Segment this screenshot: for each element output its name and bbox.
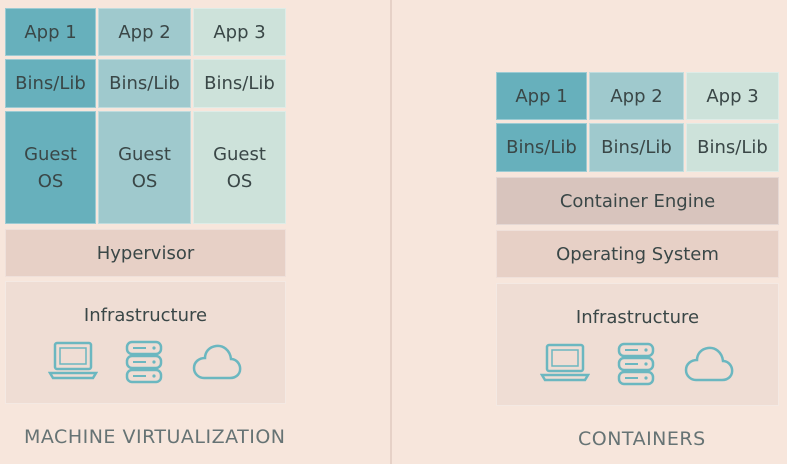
- vm-infrastructure-label: Infrastructure: [83, 305, 208, 326]
- vm-app-1: App 1: [5, 8, 96, 56]
- vm-bins-lib-3: Bins/Lib: [193, 59, 286, 108]
- server-icon: [124, 340, 164, 392]
- section-divider: [390, 0, 392, 464]
- machine-virtualization-title: MACHINE VIRTUALIZATION: [24, 426, 286, 448]
- vm-infrastructure-layer: Infrastructure: [5, 281, 286, 404]
- container-app-1: App 1: [496, 72, 587, 120]
- container-app-3: App 3: [686, 72, 779, 120]
- container-app-2: App 2: [589, 72, 684, 120]
- vm-guest-os-3: Guest OS: [193, 111, 286, 224]
- vm-guest-os-1: Guest OS: [5, 111, 96, 224]
- laptop-icon: [47, 340, 98, 392]
- container-bins-lib-3: Bins/Lib: [686, 123, 779, 172]
- operating-system-layer: Operating System: [496, 230, 779, 278]
- vm-app-3: App 3: [193, 8, 286, 56]
- container-infrastructure-label: Infrastructure: [575, 307, 700, 328]
- server-icon: [616, 342, 656, 394]
- container-bins-lib-1: Bins/Lib: [496, 123, 587, 172]
- laptop-icon: [539, 342, 590, 394]
- vm-infrastructure-icons: [6, 340, 285, 392]
- hypervisor-layer: Hypervisor: [5, 229, 286, 277]
- container-engine-layer: Container Engine: [496, 177, 779, 225]
- container-infrastructure-icons: [497, 342, 778, 394]
- container-bins-lib-2: Bins/Lib: [589, 123, 684, 172]
- vm-guest-os-2: Guest OS: [98, 111, 191, 224]
- vm-bins-lib-1: Bins/Lib: [5, 59, 96, 108]
- cloud-icon: [682, 342, 736, 394]
- vm-bins-lib-2: Bins/Lib: [98, 59, 191, 108]
- containers-title: CONTAINERS: [578, 428, 706, 450]
- cloud-icon: [190, 340, 244, 392]
- vm-app-2: App 2: [98, 8, 191, 56]
- container-infrastructure-layer: Infrastructure: [496, 283, 779, 406]
